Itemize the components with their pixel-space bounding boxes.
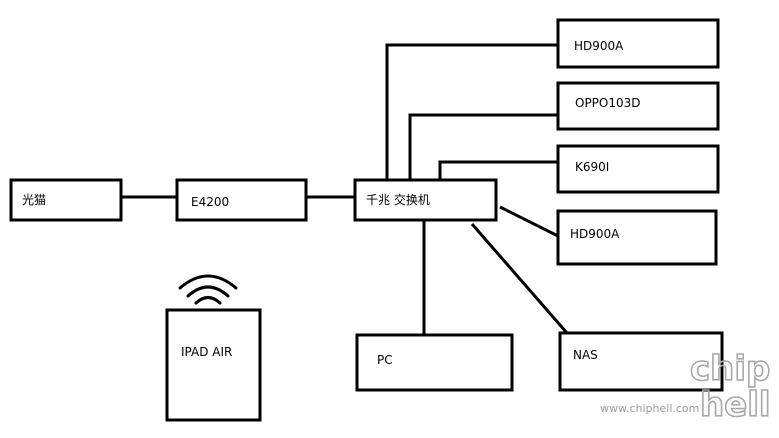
hd900a-top-label: HD900A bbox=[574, 39, 624, 53]
pc-box bbox=[355, 333, 514, 392]
router-label: E4200 bbox=[191, 195, 229, 209]
wifi-icon bbox=[178, 274, 238, 305]
ipad-label: IPAD AIR bbox=[181, 345, 232, 359]
k690i-box bbox=[556, 144, 720, 194]
ipad-box bbox=[165, 308, 262, 422]
link-switch-k690i bbox=[438, 160, 558, 180]
devices bbox=[9, 18, 724, 422]
router-box bbox=[175, 178, 308, 222]
connections bbox=[121, 43, 569, 335]
oppo-label: OPPO103D bbox=[575, 96, 641, 110]
switch-box bbox=[353, 178, 498, 222]
hd900a-mid-label: HD900A bbox=[570, 227, 620, 241]
nas-box bbox=[558, 331, 724, 392]
nas-label: NAS bbox=[573, 348, 598, 362]
link-switch-oppo bbox=[408, 113, 558, 180]
hd900a-mid-box bbox=[556, 209, 718, 266]
switch-label: 千兆 交换机 bbox=[366, 192, 430, 207]
modem-box bbox=[9, 178, 123, 222]
watermark: chip hell www.chiphell.com bbox=[600, 348, 771, 426]
watermark-site: www.chiphell.com bbox=[600, 402, 699, 415]
link-switch-hd900a-top bbox=[385, 43, 558, 180]
oppo-box bbox=[556, 81, 720, 131]
link-switch-hd900a-mid bbox=[499, 205, 559, 238]
k690i-label: K690I bbox=[575, 160, 609, 174]
link-switch-nas bbox=[470, 223, 569, 334]
watermark-logo-line2: hell bbox=[700, 385, 771, 425]
watermark-logo-line1: chip bbox=[690, 349, 770, 389]
pc-label: PC bbox=[377, 353, 393, 367]
hd900a-top-box bbox=[556, 18, 720, 69]
modem-label: 光猫 bbox=[22, 193, 46, 207]
